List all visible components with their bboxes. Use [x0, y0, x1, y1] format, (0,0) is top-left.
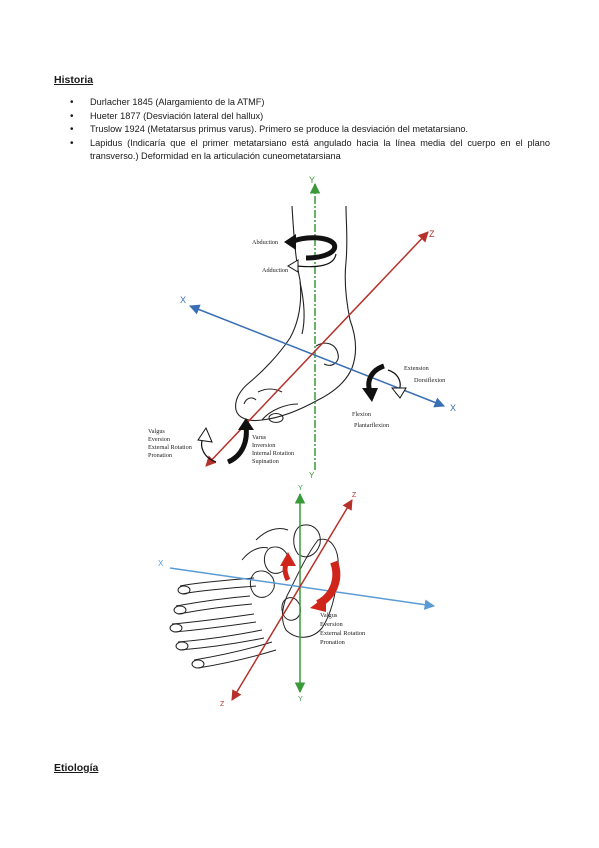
- list-item: Hueter 1877 (Desviación lateral del hall…: [62, 110, 550, 124]
- x-axis: [189, 304, 445, 408]
- eversion-label: Eversion: [148, 436, 170, 443]
- y-axis-label-bottom: Y: [309, 471, 315, 480]
- supination-label: Supination: [252, 458, 279, 465]
- flexion-label: Flexion: [352, 411, 371, 418]
- z-axis-label-top: Z: [352, 492, 357, 499]
- plantarflexion-arrow-icon: [362, 363, 385, 402]
- list-item: Durlacher 1845 (Alargamiento de la ATMF): [62, 96, 550, 110]
- pronation-label: Pronation: [148, 452, 172, 459]
- dorsiflexion-label: Dorsiflexion: [414, 377, 445, 384]
- external-rotation-label: External Rotation: [320, 630, 366, 637]
- y-axis-label-bottom: Y: [298, 696, 303, 703]
- list-item: Lapidus (Indicaría que el primer metatar…: [62, 137, 550, 164]
- eversion-arrow-icon: [310, 560, 341, 612]
- foot-axes-figure: Y Y X X Z: [148, 175, 456, 480]
- pronation-arrow-icon: [280, 552, 296, 582]
- valgus-label: Valgus: [148, 428, 165, 435]
- valgus-arrow-icon: [197, 426, 217, 463]
- list-item: Truslow 1924 (Metatarsus primus varus). …: [62, 123, 550, 137]
- section-heading-etiologia: Etiología: [54, 762, 99, 774]
- varus-label: Varus: [252, 434, 267, 441]
- z-axis: [205, 231, 429, 467]
- inversion-label: Inversion: [252, 442, 275, 449]
- adduction-arrow-icon: [287, 253, 337, 273]
- y-axis-label-top: Y: [298, 485, 303, 492]
- section-heading-historia: Historia: [54, 74, 94, 86]
- z-axis-label-bottom: Z: [220, 701, 225, 708]
- x-axis-label: X: [158, 559, 164, 568]
- abduction-label: Abduction: [252, 239, 278, 246]
- external-rotation-label: External Rotation: [148, 444, 192, 451]
- internal-rotation-label: Internal Rotation: [252, 450, 294, 457]
- historia-list: Durlacher 1845 (Alargamiento de la ATMF)…: [62, 96, 550, 164]
- eversion-label: Eversion: [320, 621, 344, 628]
- abduction-arrow-icon: [284, 234, 338, 261]
- x-axis-label-right: X: [450, 403, 456, 413]
- plantarflexion-label: Plantarflexion: [354, 422, 389, 429]
- dorsiflexion-arrow-icon: [387, 369, 407, 399]
- z-axis: [231, 499, 353, 701]
- y-axis-label-top: Y: [309, 175, 315, 185]
- foot-skeleton: [169, 524, 339, 669]
- x-axis-label-left: X: [180, 295, 186, 305]
- adduction-label: Adduction: [262, 267, 288, 274]
- varus-arrow-icon: [226, 418, 254, 465]
- skeleton-axes-figure: Y Y X Z Z Valgus Eversion External Rotat…: [158, 485, 436, 708]
- z-axis-label: Z: [429, 229, 435, 239]
- valgus-label: Valgus: [320, 612, 338, 619]
- pronation-label: Pronation: [320, 639, 346, 646]
- extension-label: Extension: [404, 365, 429, 372]
